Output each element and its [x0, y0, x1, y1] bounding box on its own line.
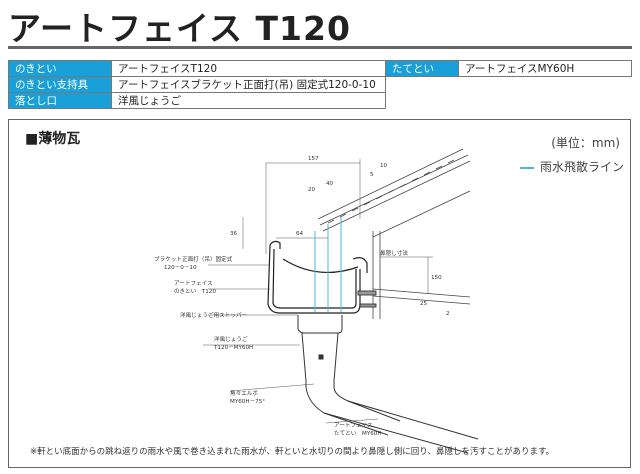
- label-gutter-model: のきとい T120: [174, 288, 216, 295]
- spec-table: のきとい アートフェイスT120 たてとい アートフェイスMY60H のきとい支…: [8, 60, 632, 109]
- label-funnel-model: T120－MY60H: [213, 345, 253, 351]
- label-elbow-model: MY60H－75°: [230, 399, 265, 405]
- rain-splash-lines: [314, 217, 342, 312]
- dim-64: 64: [296, 231, 304, 237]
- legend-label: 雨水飛散ライン: [539, 160, 624, 174]
- dim-150: 150: [431, 275, 442, 281]
- spec-gutter-label: のきとい: [8, 60, 112, 77]
- page-title: アートフェイス T120: [8, 9, 351, 48]
- label-funnel: 洋風じょうご: [214, 335, 248, 343]
- label-bracket: ブラケット正面打（吊）固定式: [154, 255, 233, 263]
- dim-5: 5: [370, 172, 374, 178]
- gutter-section-drawing: 157 10 5 20 40 36 64 150 25 2: [154, 148, 479, 454]
- label-elbow: 角々エルボ: [230, 389, 258, 397]
- funnel-downpipe: [297, 315, 479, 454]
- spec-row-gutter: のきとい アートフェイスT120 たてとい アートフェイスMY60H: [8, 60, 632, 77]
- spec-downpipe-value: アートフェイスMY60H: [458, 60, 632, 77]
- spec-row-outlet: 落とし口 洋風じょうご: [8, 92, 632, 109]
- legend: 雨水飛散ライン: [519, 158, 624, 175]
- dim-25: 25: [420, 301, 428, 307]
- spec-bracket-label: のきとい支持具: [8, 76, 112, 93]
- title-rule: [8, 46, 632, 49]
- label-downpipe-model: たてとい MY60H: [334, 430, 382, 437]
- spec-row-bracket: のきとい支持具 アートフェイスブラケット正面打(吊) 固定式120-0-10: [8, 76, 632, 93]
- spec-downpipe-label: たてとい: [385, 60, 459, 77]
- dim-10: 10: [380, 163, 388, 169]
- label-fascia: 鼻隠し寸法: [380, 249, 408, 257]
- roof-tiles: [317, 148, 471, 238]
- dim-2: 2: [446, 311, 450, 317]
- label-gutter: アートフェイス: [174, 280, 213, 287]
- dim-157: 157: [308, 156, 319, 162]
- bracket: [357, 290, 377, 308]
- leaders: [203, 264, 379, 424]
- label-bracket-model: 120－0－10: [164, 265, 197, 271]
- unit-label: (単位：mm): [551, 136, 620, 150]
- diagram-panel: ■薄物瓦 (単位：mm) 雨水飛散ライン: [8, 119, 631, 468]
- spec-gutter-value: アートフェイスT120: [111, 60, 386, 77]
- dim-36: 36: [230, 231, 238, 237]
- dim-20: 20: [308, 187, 316, 193]
- label-stopper: 洋風じょうご用ストッパー: [180, 311, 248, 319]
- spec-outlet-label: 落とし口: [8, 92, 112, 109]
- spec-outlet-value: 洋風じょうご: [111, 92, 386, 109]
- section-title: ■薄物瓦: [25, 131, 81, 147]
- dim-40: 40: [326, 181, 334, 187]
- splash-line-swatch: [519, 166, 534, 169]
- footnote: ※軒とい底面からの跳ね返りの雨水や風で巻き込まれた雨水が、軒といと水切りの間より…: [30, 447, 555, 457]
- label-downpipe: アートフェイス: [334, 422, 373, 429]
- eaves-gutter: [267, 240, 368, 314]
- dimensions: [242, 159, 433, 294]
- spec-bracket-value: アートフェイスブラケット正面打(吊) 固定式120-0-10: [111, 76, 386, 93]
